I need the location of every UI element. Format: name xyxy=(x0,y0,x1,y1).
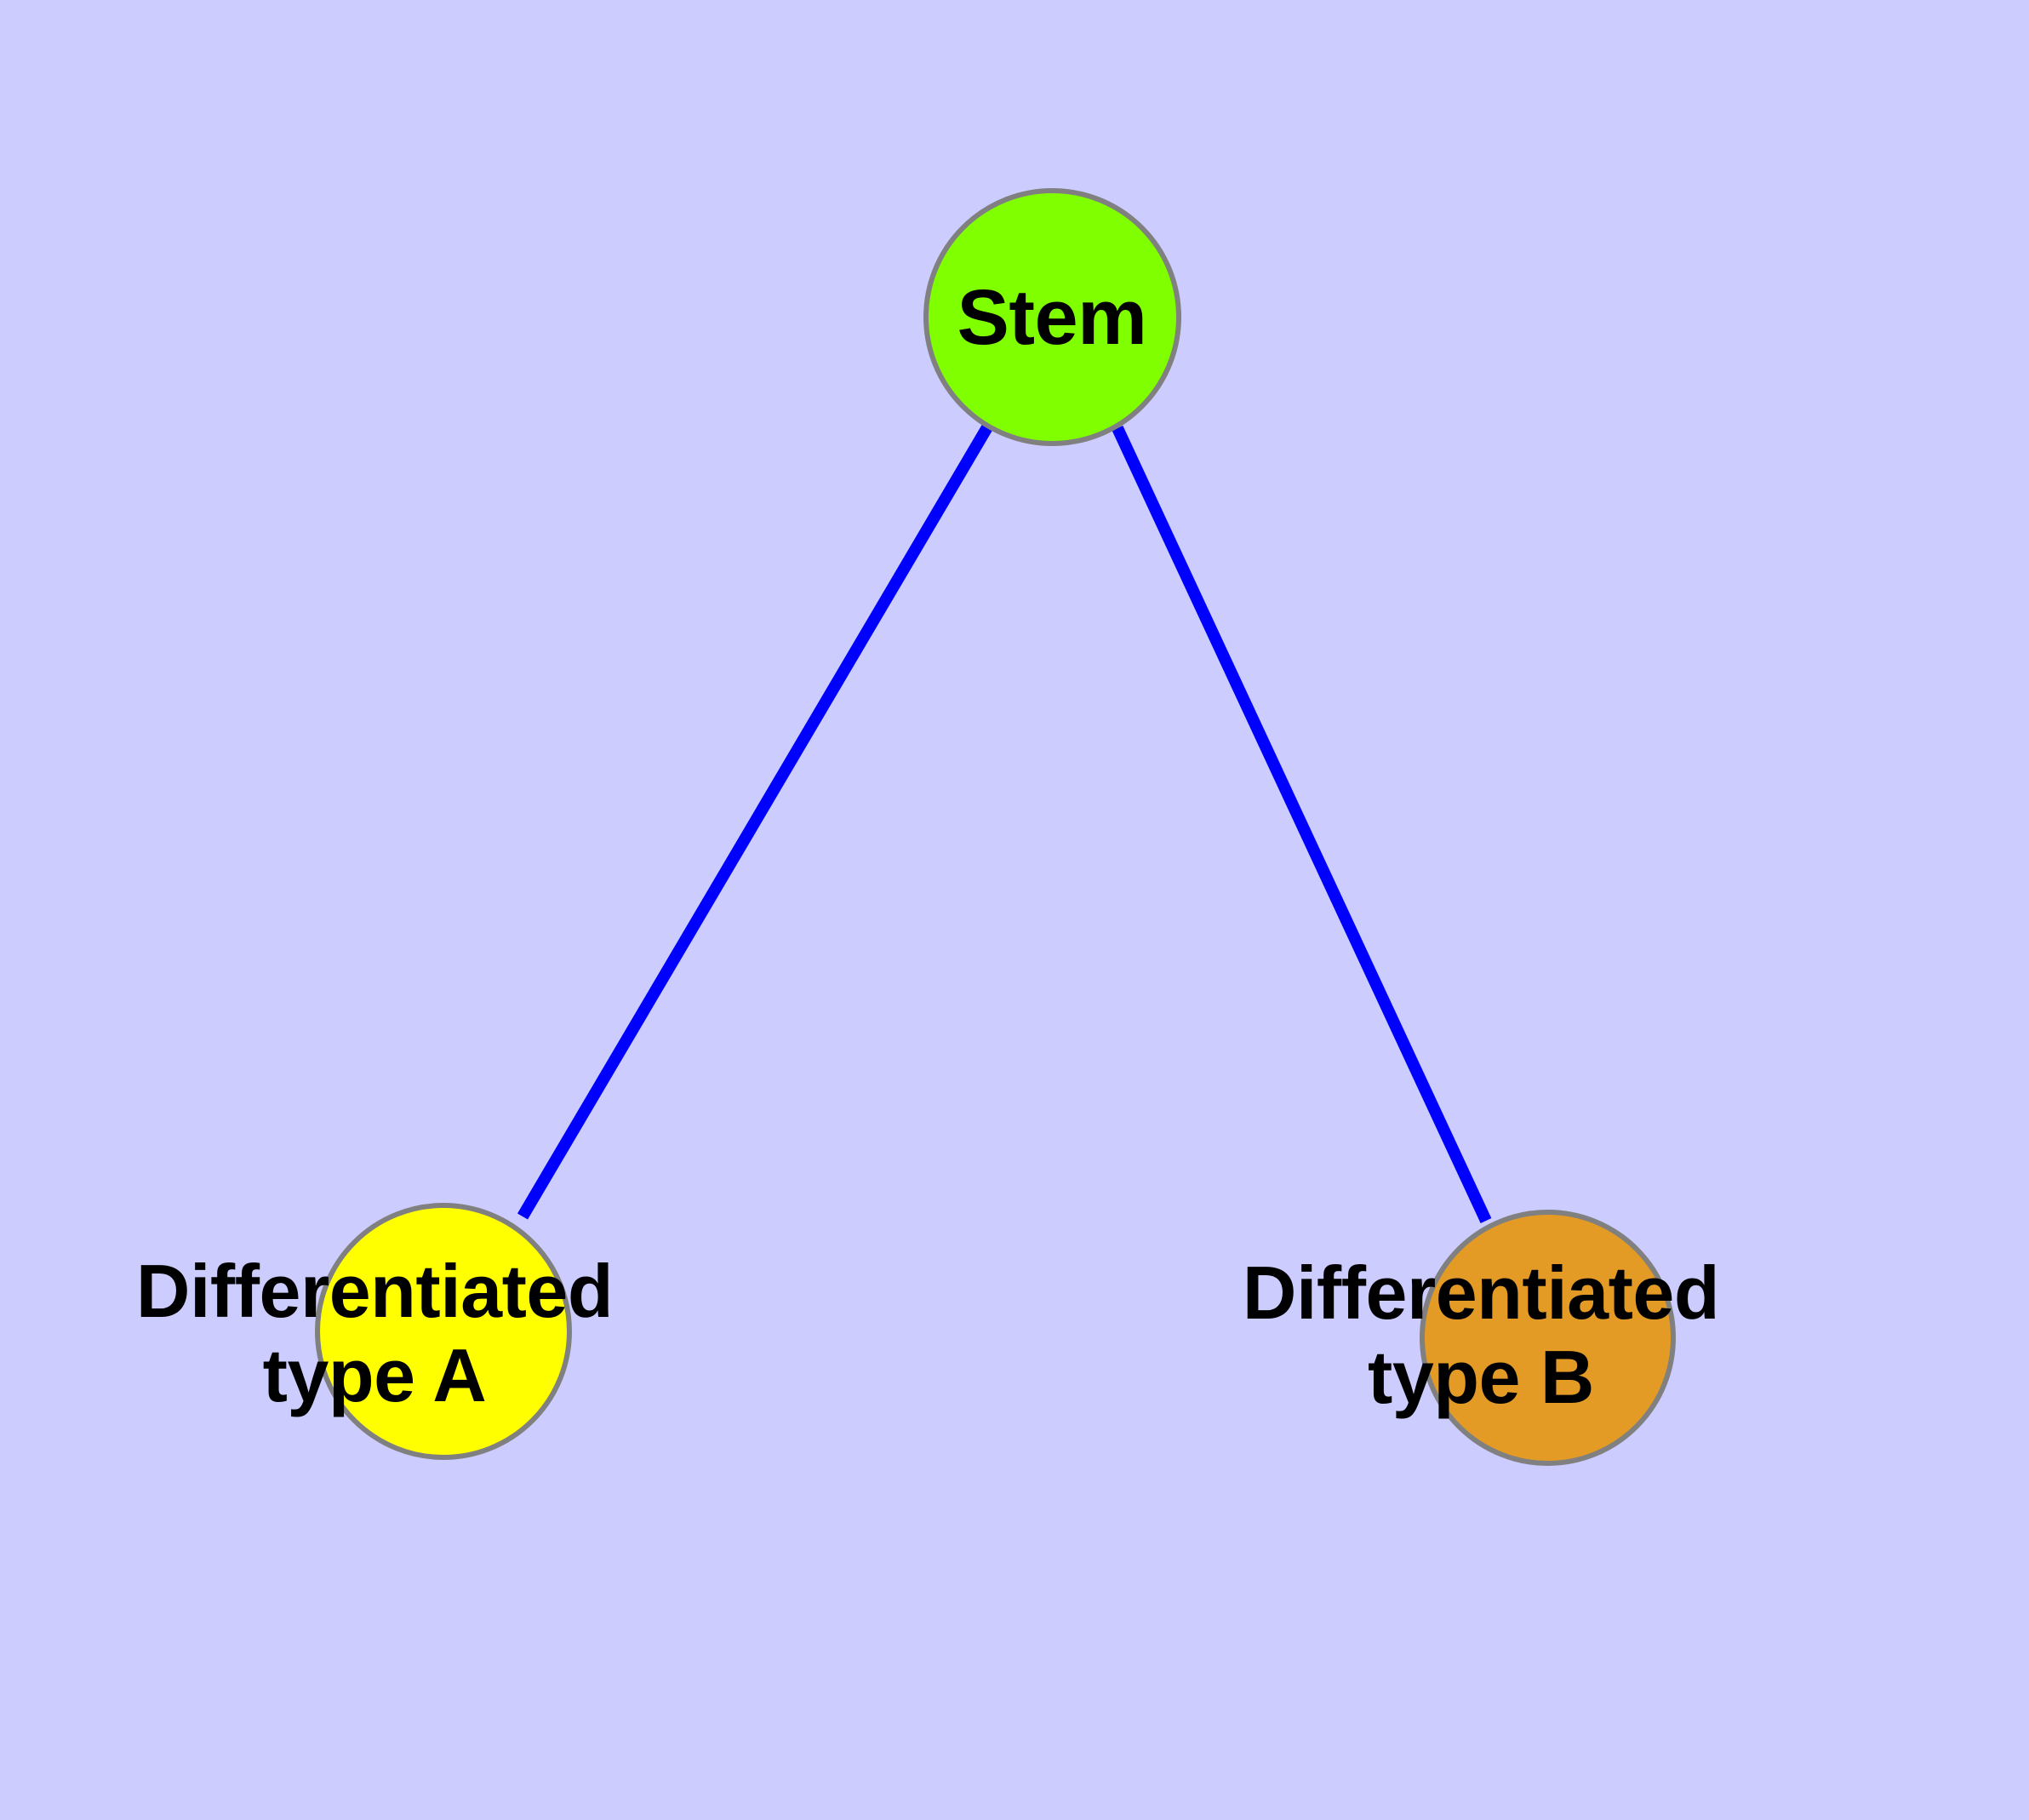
node-differentiated-type-a[interactable] xyxy=(315,1203,572,1460)
edge-stem-to-type-a xyxy=(517,424,993,1220)
node-stem[interactable] xyxy=(923,188,1181,446)
node-differentiated-type-b[interactable] xyxy=(1420,1210,1676,1466)
edge-stem-to-type-b xyxy=(1112,426,1492,1223)
